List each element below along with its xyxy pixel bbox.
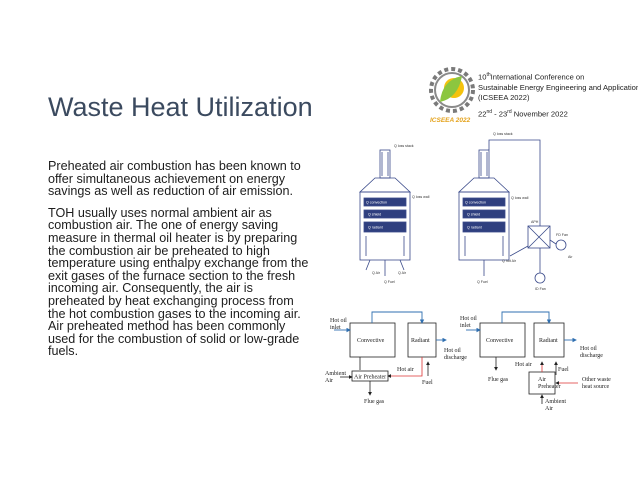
conf-date-post: November 2022	[511, 109, 568, 119]
left-convective-box	[349, 322, 396, 358]
conf-line1-pre: 10	[478, 72, 487, 82]
heater-right	[457, 139, 567, 284]
slide-body: Preheated air combustion has been known …	[48, 160, 310, 367]
left-air-label: Q Air	[372, 271, 381, 275]
left-convective-label: Convective	[357, 338, 385, 344]
right-fuel-label: Fuel	[558, 367, 569, 373]
paragraph-1: Preheated air combustion has been known …	[48, 159, 301, 199]
paragraph-2: TOH usually uses normal ambient air as c…	[48, 205, 309, 359]
right-convective-label: Convective	[486, 338, 514, 344]
conf-line1-post: International Conference on	[490, 72, 585, 82]
gear-icon	[429, 67, 475, 113]
right-aph-label: APH	[531, 220, 539, 224]
logo-text: ICSEEA 2022	[430, 117, 471, 124]
left-shield-label: Q shield	[368, 213, 381, 217]
right-convective-box	[479, 322, 526, 358]
left-air-preheater-label: Air Preheater	[354, 375, 386, 381]
left-radiant-label: Q radiant	[368, 226, 383, 230]
right-radiant-label: Radiant	[539, 338, 558, 344]
conference-info: 10thInternational Conference on Sustaina…	[478, 70, 638, 120]
right-hot-air-label: Hot air	[515, 362, 532, 368]
right-shield-label: Q shield	[467, 213, 480, 217]
conf-line2: Sustainable Energy Engineering and Appli…	[478, 82, 638, 92]
right-wall-label: Q loss wall	[511, 196, 529, 200]
left-hot-air-label: Hot air	[397, 367, 414, 373]
left-air2-label: Q Air	[398, 271, 407, 275]
right-air-label: Air	[568, 255, 573, 259]
left-fuel-label: Q Fuel	[384, 280, 395, 284]
conf-date-pre: 22	[478, 109, 487, 119]
right-air-preheater-box	[528, 371, 556, 395]
left-stack-label: Q loss stack	[394, 144, 414, 148]
conf-date-sup2: rd	[507, 108, 512, 115]
right-fuel-label: Q Fuel	[477, 280, 488, 284]
left-radiant-label: Radiant	[411, 338, 430, 344]
left-convection-label: Q convection	[366, 201, 387, 205]
slide-title: Waste Heat Utilization	[48, 92, 313, 122]
left-flue-gas-label: Flue gas	[364, 399, 385, 405]
right-id-fan-label: ID Fan	[535, 287, 546, 291]
conference-logo-icon: ICSEEA 2022	[429, 67, 475, 124]
conf-date-sup1: nd	[486, 108, 493, 115]
leaf-icon	[440, 76, 462, 102]
left-wall-label: Q loss wall	[412, 195, 430, 199]
right-fd-fan-label: FD Fan	[556, 233, 568, 237]
right-radiant-label: Q radiant	[467, 226, 482, 230]
right-convection-label: Q convection	[465, 201, 486, 205]
conf-line1-sup: th	[486, 72, 491, 78]
conf-line3: (ICSEEA 2022)	[478, 93, 530, 103]
conference-banner: ICSEEA 2022	[428, 64, 638, 126]
right-flue-gas-label: Flue gas	[488, 377, 509, 383]
conf-date-mid: - 23	[492, 109, 508, 119]
right-stack-label: Q loss stack	[493, 132, 513, 136]
left-fuel-label: Fuel	[422, 380, 433, 386]
right-hot-air-label: Q hot Air	[502, 259, 517, 263]
heater-left	[358, 149, 412, 276]
